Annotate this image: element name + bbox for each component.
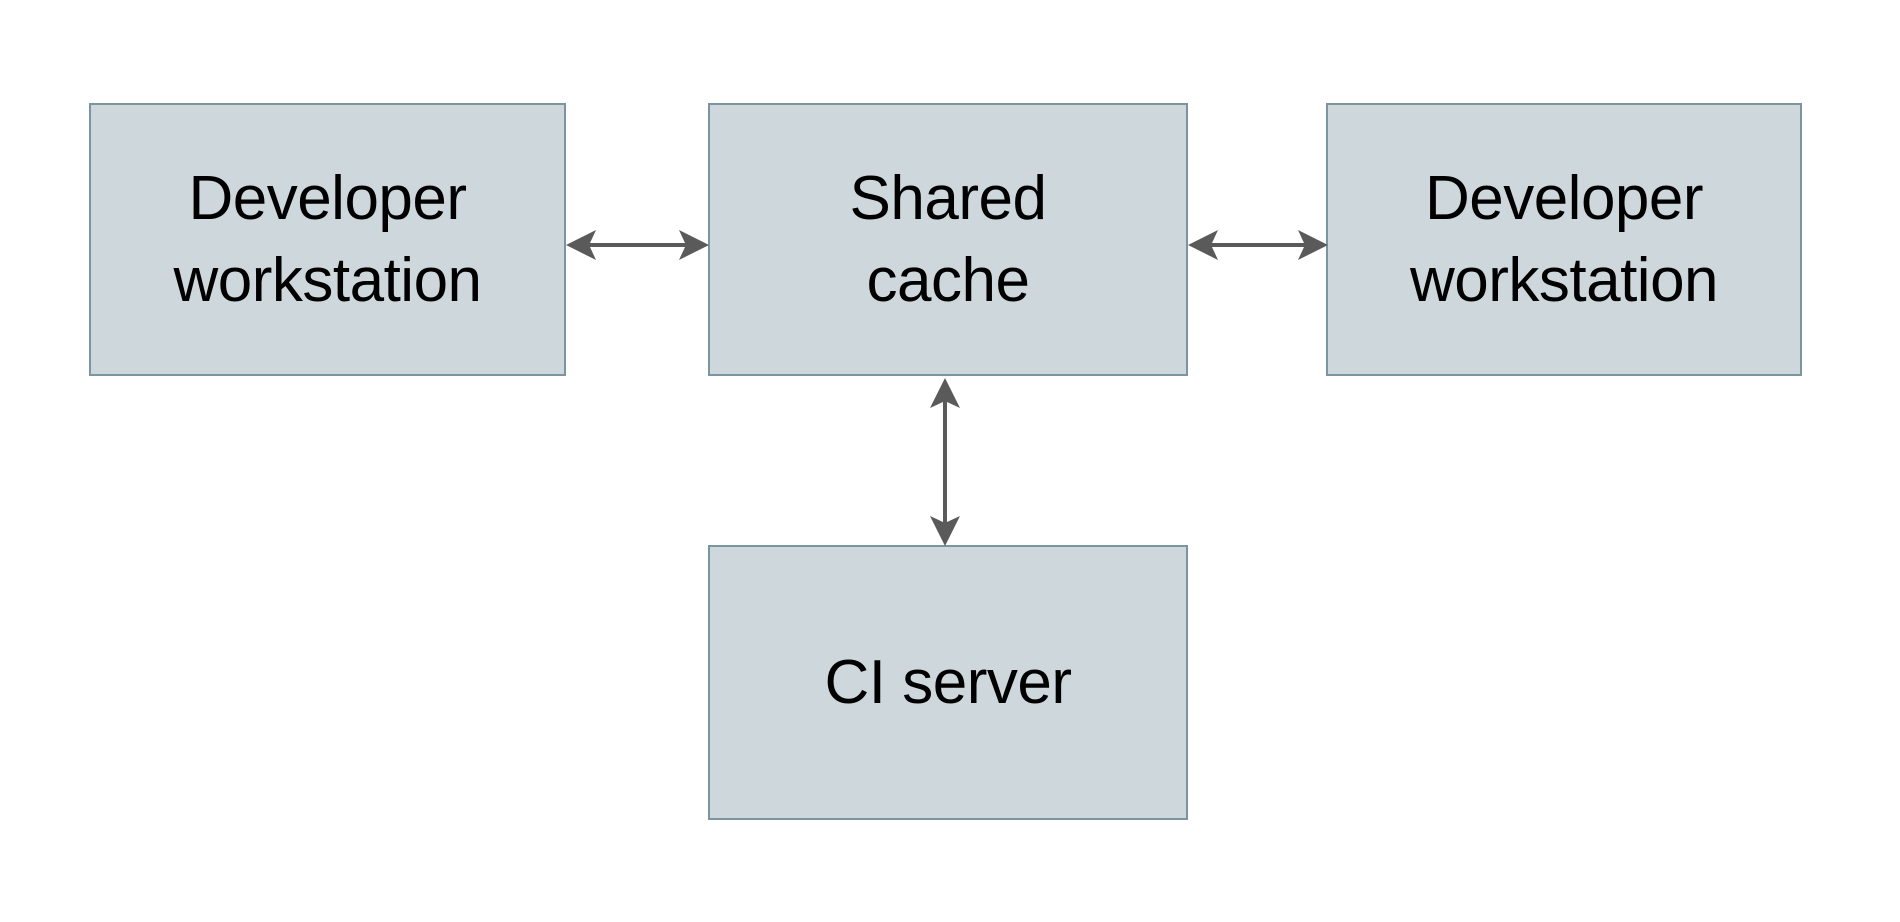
double-headed-arrow-icon [930,378,960,546]
edge-developer-workstation-left-to-shared-cache [566,230,709,260]
node-label: Developer workstation [173,163,482,315]
node-developer-workstation-right[interactable]: Developer workstation [1326,103,1802,376]
node-ci-server[interactable]: CI server [708,545,1188,820]
node-label: CI server [824,647,1072,717]
node-label: Shared cache [849,163,1047,315]
double-headed-arrow-icon [566,230,709,260]
node-label: Developer workstation [1409,163,1719,315]
edge-shared-cache-to-ci-server [930,378,960,546]
double-headed-arrow-icon [1188,230,1328,260]
node-developer-workstation-left[interactable]: Developer workstation [89,103,566,376]
edge-shared-cache-to-developer-workstation-right [1188,230,1328,260]
node-shared-cache[interactable]: Shared cache [708,103,1188,376]
